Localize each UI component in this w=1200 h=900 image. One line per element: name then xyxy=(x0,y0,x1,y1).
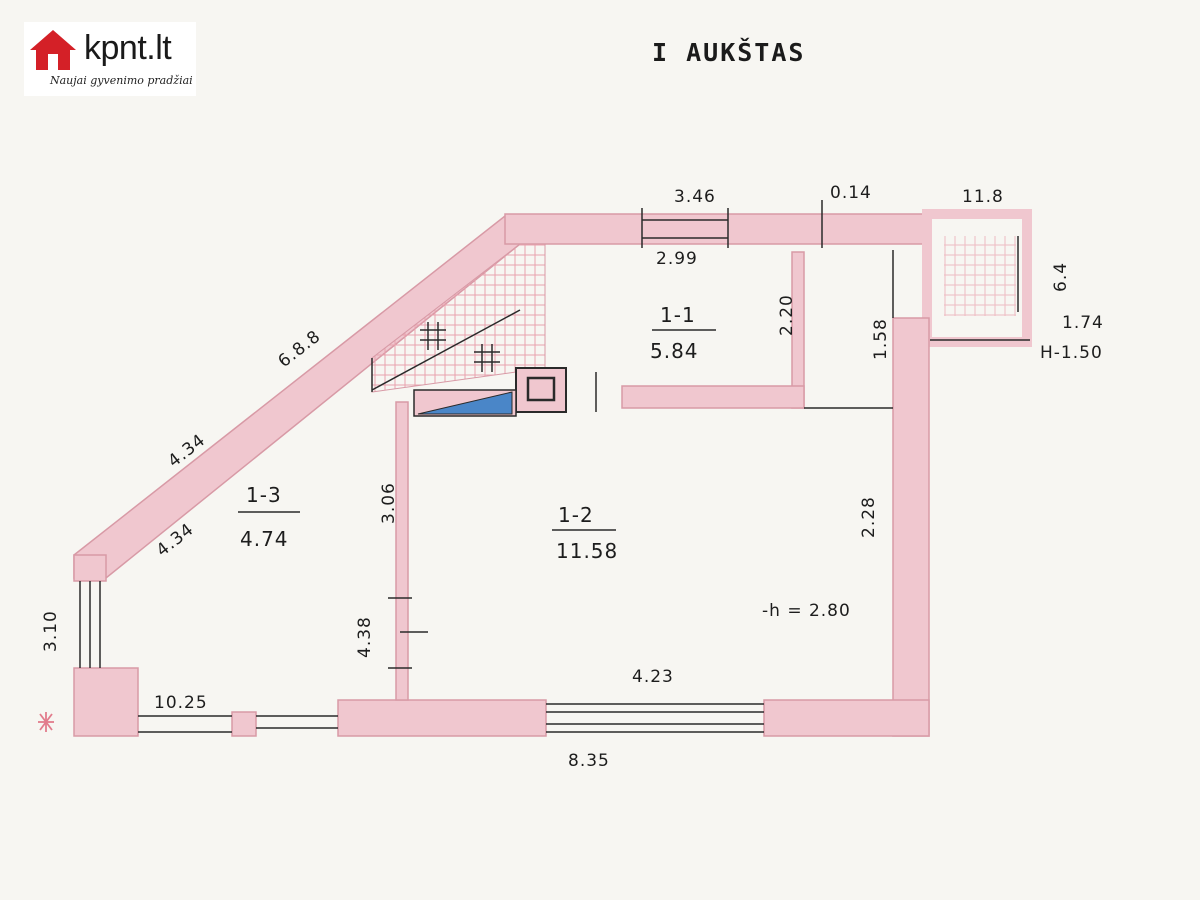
stair-marks xyxy=(420,322,500,372)
room-1-2-id: 1-2 xyxy=(558,503,594,527)
chimney xyxy=(515,367,567,413)
stair-diagonal xyxy=(371,309,521,391)
room-labels: 1-1 5.84 1-2 11.58 1-3 4.74 xyxy=(238,303,716,563)
partition-vertical xyxy=(395,401,409,701)
dim-room11-depth: 2.20 xyxy=(777,294,797,336)
left-wall xyxy=(73,554,107,582)
logo-slogan: Naujai gyvenimo pradžiai xyxy=(50,74,193,87)
plan-title: I AUKŠTAS xyxy=(652,38,806,67)
walls xyxy=(73,209,1032,737)
room-1-1-id: 1-1 xyxy=(660,303,696,327)
dim-inner-bottom: 4.23 xyxy=(632,667,674,687)
room-1-2-area: 11.58 xyxy=(556,539,618,563)
balcony-frame xyxy=(922,209,1032,347)
dim-ceiling-height: -h = 2.80 xyxy=(762,601,851,621)
bottom-wall-right xyxy=(763,699,930,737)
room-1-3-area: 4.74 xyxy=(240,527,289,551)
dim-top-window: 3.46 xyxy=(674,187,716,207)
room-1-3-id: 1-3 xyxy=(246,483,282,507)
bottom-wall-corner xyxy=(73,667,139,737)
dim-corridor: 1.58 xyxy=(871,318,891,360)
blue-fixture-fill xyxy=(417,391,513,415)
dim-left-side: 3.10 xyxy=(41,610,61,652)
dim-balcony-level: H-1.50 xyxy=(1040,343,1103,363)
bottom-wall-left xyxy=(231,711,257,737)
dim-balcony-small: 6.4 xyxy=(1051,262,1071,292)
balcony-hatch xyxy=(944,236,1016,316)
dim-wall-thickness: 0.14 xyxy=(830,183,872,203)
dim-partition-lower: 4.38 xyxy=(355,616,375,658)
logo: kpnt.lt Naujai gyvenimo pradžiai xyxy=(24,22,196,96)
room-1-1-area: 5.84 xyxy=(650,339,699,363)
dim-top-inner: 2.99 xyxy=(656,249,698,269)
dim-outer-bottom: 8.35 xyxy=(568,751,610,771)
lines xyxy=(79,200,1030,733)
right-wall xyxy=(892,317,930,737)
bottom-wall-mid xyxy=(337,699,547,737)
dim-bottom-left: 10.25 xyxy=(154,693,208,713)
dim-balcony-width: 11.8 xyxy=(962,187,1004,207)
house-icon xyxy=(30,30,76,70)
dim-right-inner: 2.28 xyxy=(859,496,879,538)
room11-bottom-wall xyxy=(621,385,805,409)
top-wall xyxy=(504,213,928,245)
dim-partition-upper: 3.06 xyxy=(379,482,399,524)
chimney-vent xyxy=(526,376,556,402)
dim-balcony-depth: 1.74 xyxy=(1062,313,1104,333)
entrance-mark-icon xyxy=(38,712,54,732)
logo-brand: kpnt.lt xyxy=(84,29,172,67)
